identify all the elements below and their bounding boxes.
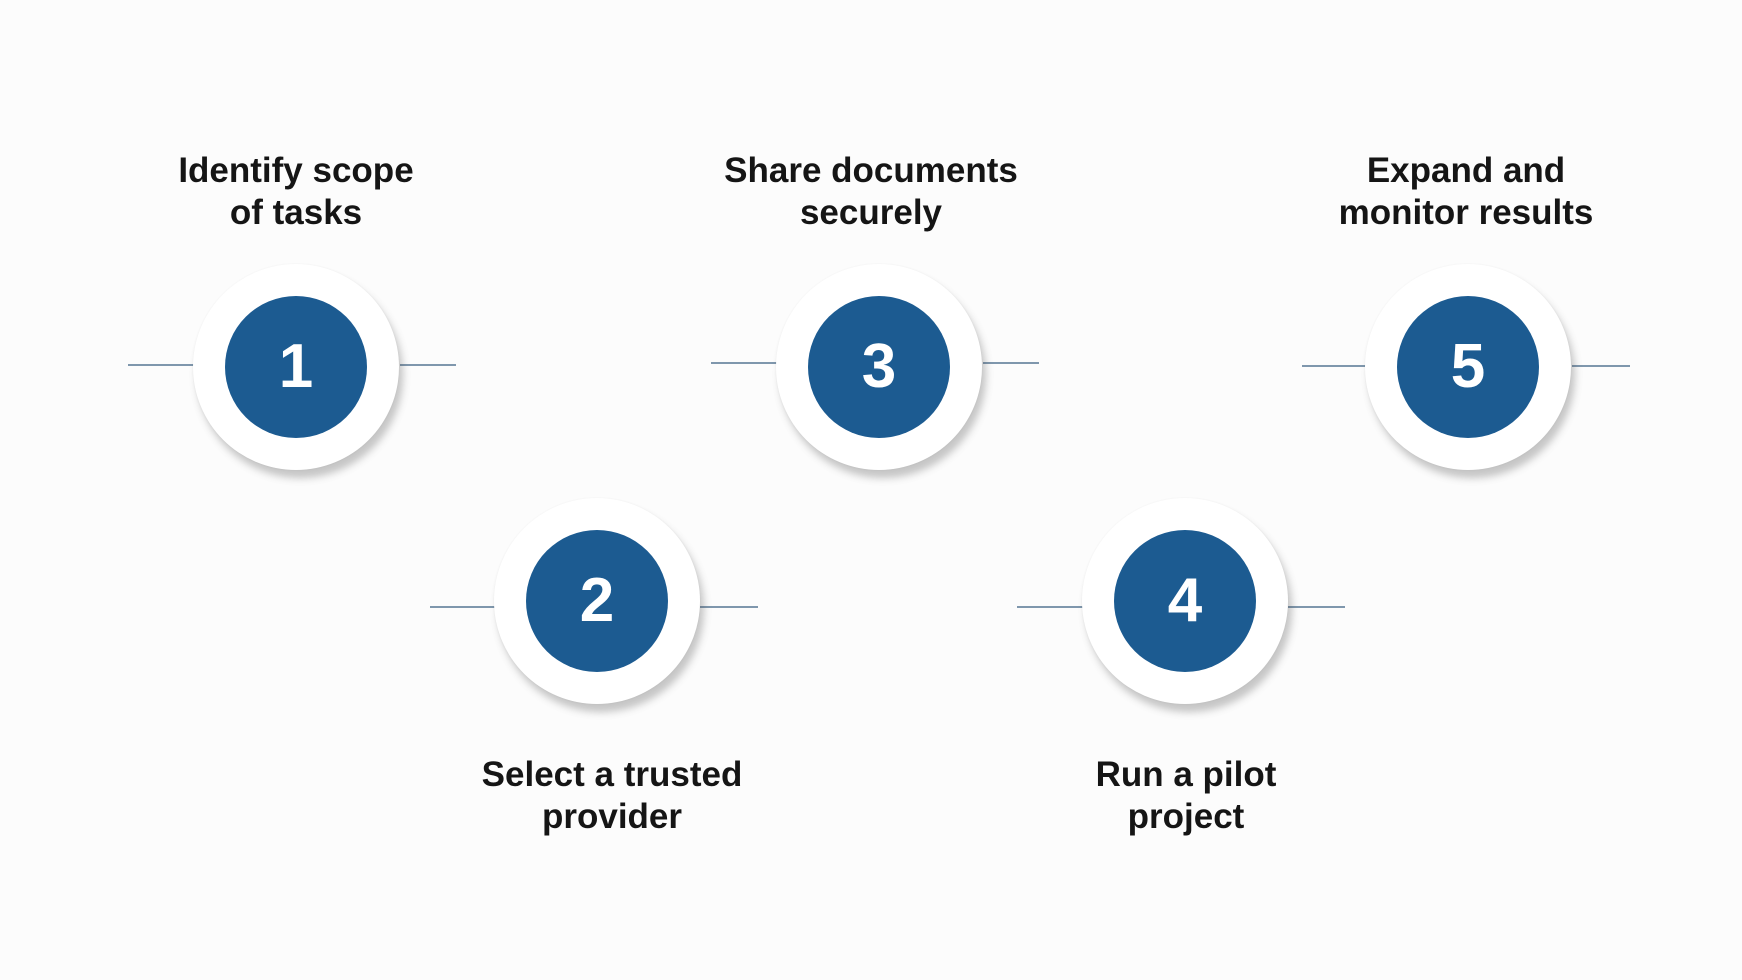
step-1-ring: 1 — [193, 264, 399, 470]
step-5-label-line-2: monitor results — [1338, 193, 1594, 232]
step-2-number-badge: 2 — [526, 530, 668, 672]
step-2-number: 2 — [579, 566, 615, 635]
step-2-label-line-1: Select a trusted — [481, 755, 743, 794]
step-1-left-connector — [128, 364, 194, 366]
step-5-ring: 5 — [1365, 264, 1571, 470]
step-5-number: 5 — [1450, 332, 1486, 401]
step-4-ring: 4 — [1082, 498, 1288, 704]
step-4-label-line-1: Run a pilot — [1095, 755, 1277, 794]
step-3-label-line-1: Share documents — [724, 151, 1018, 190]
step-4-left-connector — [1017, 606, 1083, 608]
step-1-right-connector — [400, 364, 456, 366]
step-3-label: Share documents securely — [701, 150, 1041, 234]
step-3-right-connector — [983, 362, 1039, 364]
step-1-number-badge: 1 — [225, 296, 367, 438]
step-5-number-badge: 5 — [1397, 296, 1539, 438]
step-4-right-connector — [1288, 606, 1345, 608]
step-2-label-line-2: provider — [541, 797, 683, 836]
step-5-right-connector — [1572, 365, 1630, 367]
step-1-label: Identify scope of tasks — [126, 150, 466, 234]
step-3-left-connector — [711, 362, 777, 364]
step-3-number: 3 — [861, 332, 897, 401]
step-5-left-connector — [1302, 365, 1368, 367]
step-4-number-badge: 4 — [1114, 530, 1256, 672]
step-1-label-line-2: of tasks — [229, 193, 363, 232]
step-1-label-line-1: Identify scope — [178, 151, 414, 190]
step-3-label-line-2: securely — [799, 193, 943, 232]
step-2-left-connector — [430, 606, 496, 608]
step-2-label: Select a trusted provider — [442, 754, 782, 838]
step-1-number: 1 — [278, 332, 314, 401]
step-4-label: Run a pilot project — [1016, 754, 1356, 838]
step-3-number-badge: 3 — [808, 296, 950, 438]
step-4-label-line-2: project — [1127, 797, 1245, 836]
step-3-ring: 3 — [776, 264, 982, 470]
step-5-label-line-1: Expand and — [1366, 151, 1566, 190]
step-2-right-connector — [700, 606, 758, 608]
step-4-number: 4 — [1167, 566, 1203, 635]
step-5-label: Expand and monitor results — [1296, 150, 1636, 234]
step-2-ring: 2 — [494, 498, 700, 704]
